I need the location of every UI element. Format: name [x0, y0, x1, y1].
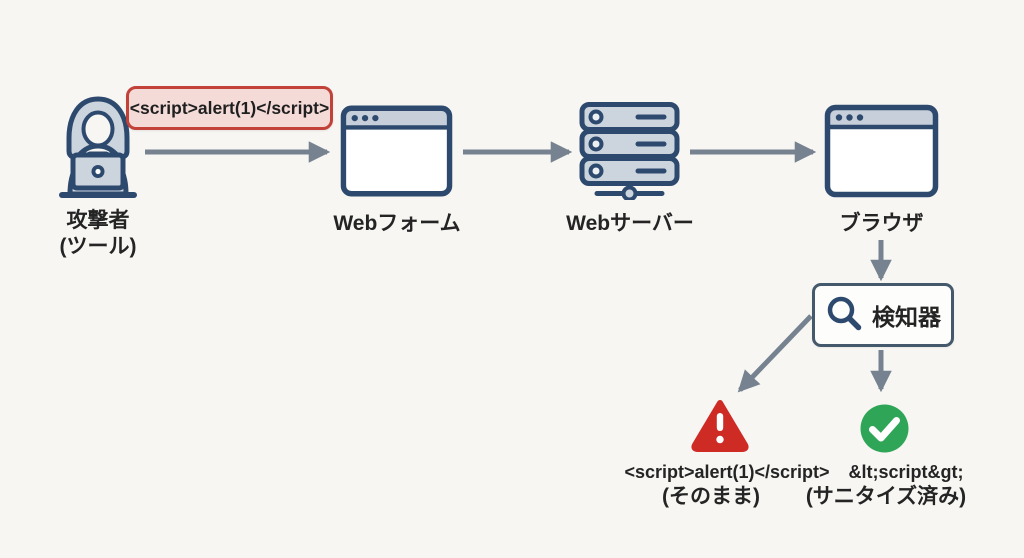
safe-output-note: (サニタイズ済み)	[805, 485, 967, 508]
check-circle-icon	[860, 404, 909, 453]
attacker-label-line2: (ツール)	[59, 235, 137, 258]
webform-label: Webフォーム	[333, 212, 461, 235]
payload-text: <script>alert(1)</script>	[129, 97, 330, 118]
detector-box: 検知器	[812, 283, 954, 347]
unsafe-output-code: <script>alert(1)</script>	[624, 462, 830, 482]
arrow-detector-to-unsafe	[737, 314, 813, 393]
magnifier-icon	[827, 296, 862, 331]
webserver-label: Webサーバー	[566, 212, 694, 235]
payload-badge: <script>alert(1)</script>	[126, 86, 333, 130]
hacker-icon	[59, 96, 137, 198]
attacker-label: 攻撃者 (ツール)	[25, 208, 171, 260]
safe-output-code: &lt;script&gt;	[848, 462, 964, 482]
browser-window-icon	[824, 104, 939, 198]
warning-triangle-icon	[691, 400, 749, 452]
browser-label: ブラウザ	[839, 212, 924, 235]
attacker-label-line1: 攻撃者	[66, 209, 130, 232]
detector-label: 検知器	[872, 304, 941, 330]
webform-window-icon	[340, 105, 453, 197]
unsafe-output-note: (そのまま)	[662, 485, 760, 508]
webserver-icon	[579, 102, 680, 200]
